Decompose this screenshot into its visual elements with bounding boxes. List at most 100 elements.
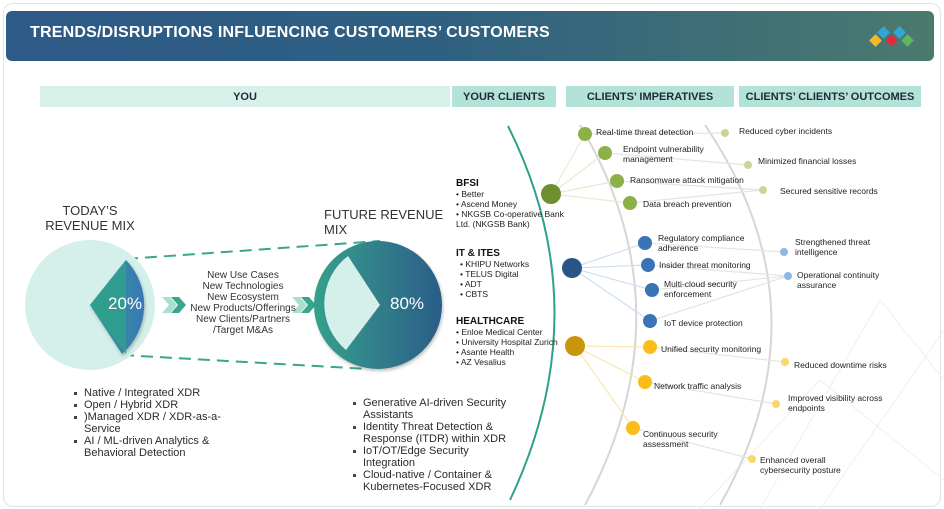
imperative-node (641, 258, 655, 272)
imperative-node (610, 174, 624, 188)
future-offering-item: Generative AI-driven Security Assistants (351, 397, 521, 421)
segment-to-imperative-link (550, 180, 618, 195)
client-name: • Asante Health (456, 347, 515, 357)
outcome-node (781, 358, 789, 366)
client-name: • CBTS (460, 289, 489, 299)
slide-frame (3, 3, 941, 507)
driver-item: New Use Cases (207, 270, 279, 281)
client-name: • NKGSB Co-operative Bank Ltd. (NKGSB Ba… (456, 209, 564, 229)
client-segment-node (562, 258, 582, 278)
imperative-label: Insider threat monitoring (659, 260, 751, 270)
future-offering-item: Identity Threat Detection & Response (IT… (351, 421, 521, 445)
chevron-right-icon (292, 297, 316, 313)
imperative-label: Continuous security assessment (643, 429, 718, 449)
imperative-to-outcome-link (651, 275, 789, 291)
imperative-to-outcome-link (644, 381, 777, 405)
column-header-you-label: YOU (233, 90, 257, 103)
outcome-label: Strengthened threat intelligence (795, 237, 871, 257)
header-banner: TRENDS/DISRUPTIONS INFLUENCING CUSTOMERS… (6, 11, 934, 61)
imperative-node (638, 236, 652, 250)
column-header-your-clients: YOUR CLIENTS (452, 86, 556, 107)
segment-members: • KHIPU Networks • TELUS Digital • ADT •… (456, 259, 566, 299)
client-segment-bfsi: BFSI • Better • Ascend Money • NKGSB Co-… (456, 178, 566, 229)
outcome-node (780, 248, 788, 256)
today-offerings-list: Native / Integrated XDR Open / Hybrid XD… (72, 387, 222, 459)
future-percent: 80% (390, 294, 425, 313)
growth-drivers: New Use Cases New Technologies New Ecosy… (188, 270, 298, 336)
client-name: • University Hospital Zurich (456, 337, 558, 347)
segment-to-imperative-link (574, 345, 646, 383)
future-pie-small-slice (324, 256, 380, 350)
imperative-to-outcome-link (584, 132, 726, 135)
imperative-to-outcome-link (647, 264, 789, 277)
outcome-label: Reduced downtime risks (794, 360, 887, 370)
column-header-clients-imperatives: CLIENTS’ IMPERATIVES (566, 86, 734, 107)
outcome-node (784, 272, 792, 280)
imperative-to-outcome-link (604, 152, 749, 166)
today-revenue-title: TODAY’S REVENUE MIX (40, 203, 140, 233)
future-offering-item: Cloud-native / Container & Kubernetes-Fo… (351, 469, 521, 493)
today-offering-item: )Managed XDR / XDR-as-a-Service (72, 411, 222, 435)
client-name: • ADT (460, 279, 482, 289)
segment-to-imperative-link (571, 264, 649, 269)
imperative-to-outcome-link (616, 180, 764, 191)
clients-arc (507, 125, 556, 501)
chevron-right-icon (162, 297, 186, 313)
outcome-label: Operational continuity assurance (797, 270, 880, 290)
page-title: TRENDS/DISRUPTIONS INFLUENCING CUSTOMERS… (30, 24, 550, 41)
brand-logo-icon (869, 26, 914, 47)
today-offering-item: Native / Integrated XDR (72, 387, 222, 399)
client-name: • Ascend Money (456, 199, 518, 209)
imperative-label: Real-time threat detection (596, 127, 694, 137)
outcome-node (721, 129, 729, 137)
imperative-to-outcome-link (632, 427, 753, 460)
driver-item: New Products/Offerings (190, 303, 296, 314)
client-segment-node (541, 184, 561, 204)
today-percent: 20% (108, 294, 143, 313)
outcome-label: Minimized financial losses (758, 156, 857, 166)
segment-to-imperative-link (574, 345, 634, 429)
driver-item: New Technologies (202, 281, 284, 292)
imperative-label: Data breach prevention (643, 199, 732, 209)
future-offerings-list: Generative AI-driven Security Assistants… (351, 397, 521, 493)
imperative-node (598, 146, 612, 160)
column-header-clients-clients-outcomes: CLIENTS’ CLIENTS’ OUTCOMES (739, 86, 921, 107)
client-name: • KHIPU Networks (460, 259, 530, 269)
imperative-node (643, 314, 657, 328)
today-pie-diamond (90, 260, 126, 354)
column-header-clients-imperatives-label: CLIENTS’ IMPERATIVES (586, 90, 714, 103)
imperative-label: Endpoint vulnerability management (623, 144, 704, 164)
segment-to-imperative-link (574, 345, 651, 348)
today-offering-item: Open / Hybrid XDR (72, 399, 222, 411)
imperative-node (626, 421, 640, 435)
imperative-to-outcome-link (649, 275, 789, 322)
segment-to-imperative-link (571, 242, 646, 269)
imperative-label: IoT device protection (664, 318, 743, 328)
today-offering-item: AI / ML-driven Analytics & Behavioral De… (72, 435, 222, 459)
segment-members: • Better • Ascend Money • NKGSB Co-opera… (456, 189, 566, 229)
segment-to-imperative-link (571, 267, 653, 291)
future-offering-item: IoT/OT/Edge Security Integration (351, 445, 521, 469)
segment-title: HEALTHCARE (456, 316, 525, 327)
outcomes-arc (704, 124, 773, 506)
imperatives-arc (579, 124, 638, 506)
segment-title: IT & ITES (456, 248, 500, 259)
today-title-line2: REVENUE MIX (45, 218, 135, 233)
today-title-line1: TODAY’S (62, 203, 118, 218)
imperative-to-outcome-link (629, 189, 764, 204)
segment-to-imperative-link (550, 152, 606, 195)
client-segment-node (565, 336, 585, 356)
outcome-node (744, 161, 752, 169)
client-segment-healthcare: HEALTHCARE • Enloe Medical Center • Univ… (456, 316, 576, 367)
outcome-label: Secured sensitive records (780, 186, 878, 196)
imperative-to-outcome-link (644, 242, 785, 253)
imperative-node (638, 375, 652, 389)
imperative-label: Multi-cloud security enforcement (664, 279, 737, 299)
client-name: • Enloe Medical Center (456, 327, 543, 337)
segment-to-imperative-link (550, 193, 631, 204)
segment-to-imperative-link (571, 267, 651, 322)
column-header-you: YOU (40, 86, 450, 107)
segment-title: BFSI (456, 178, 479, 189)
